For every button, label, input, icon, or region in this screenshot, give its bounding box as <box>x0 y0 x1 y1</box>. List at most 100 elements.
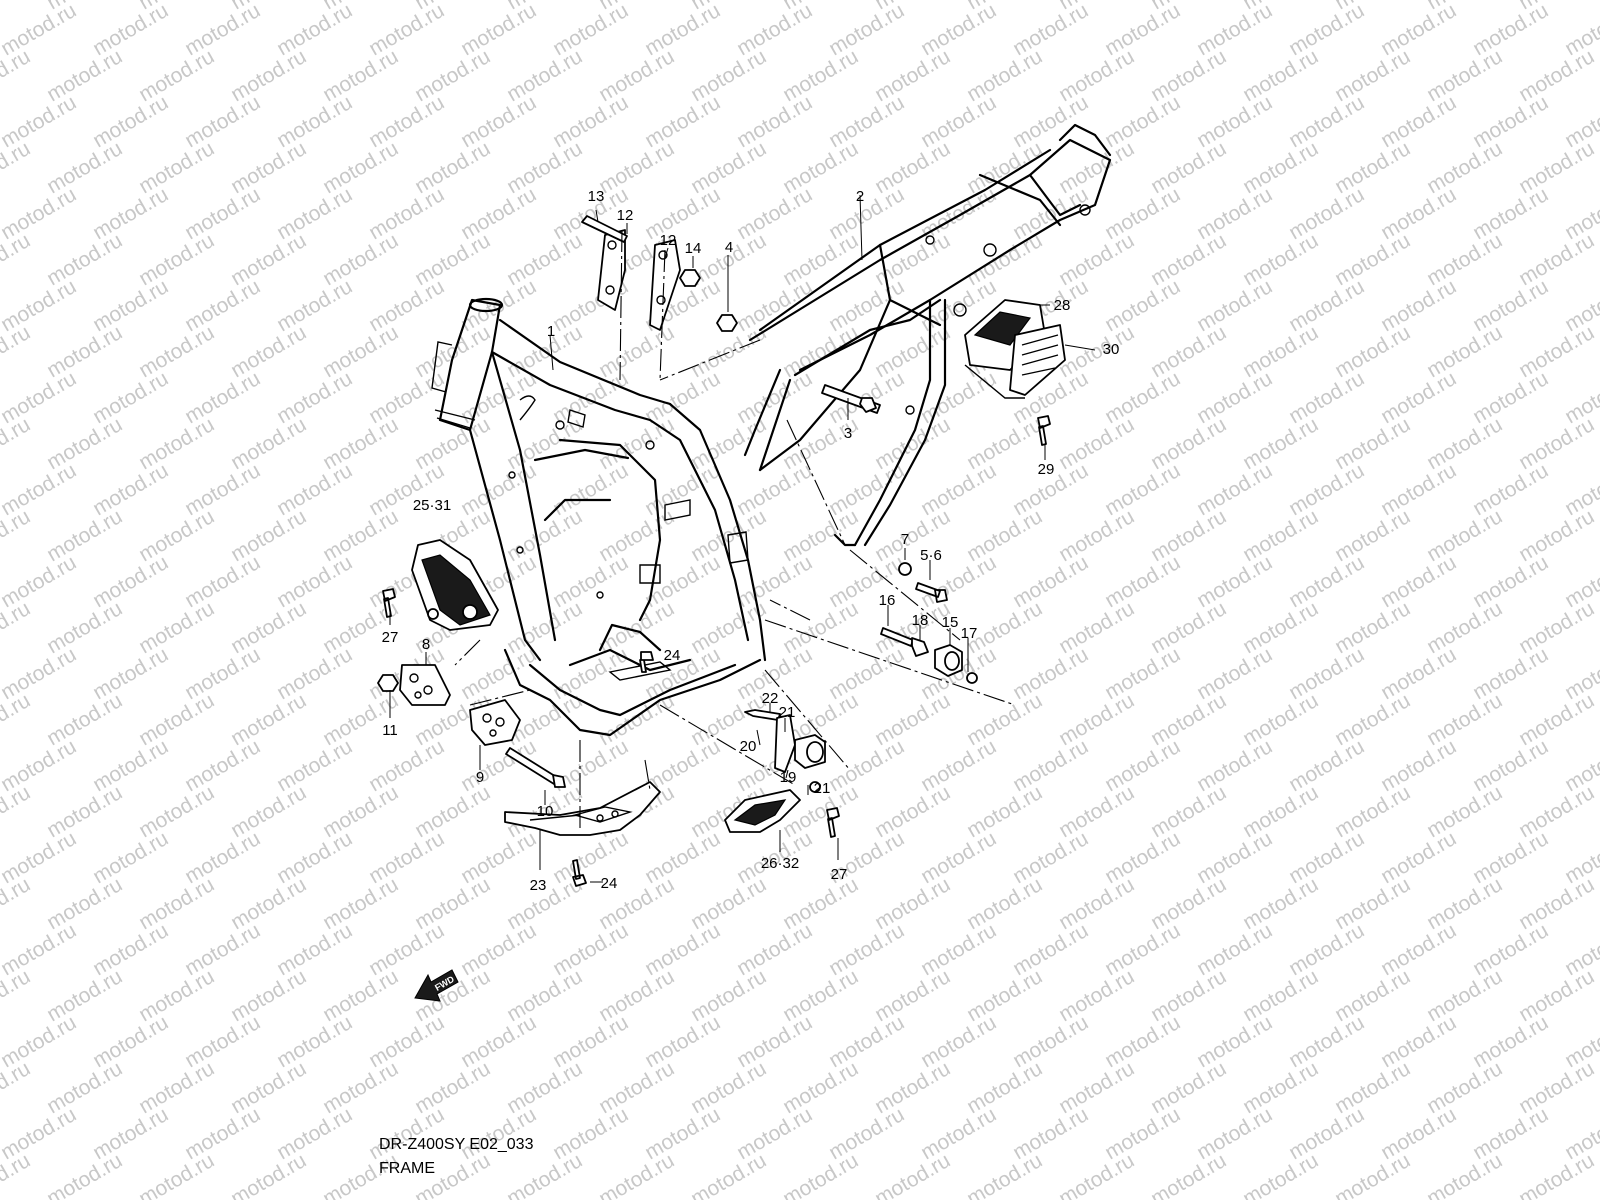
watermark-text: motod.ru <box>0 413 34 474</box>
watermark-text: motod.ru <box>135 965 218 1026</box>
watermark-text: motod.ru <box>273 459 356 520</box>
watermark-text: motod.ru <box>1377 275 1460 336</box>
watermark-text: motod.ru <box>89 459 172 520</box>
watermark-text: motod.ru <box>687 689 770 750</box>
watermark-text: motod.ru <box>43 873 126 934</box>
watermark-text: motod.ru <box>1239 965 1322 1026</box>
watermark-text: motod.ru <box>1055 689 1138 750</box>
watermark-text: motod.ru <box>1331 965 1414 1026</box>
watermark-text: motod.ru <box>1469 1011 1552 1072</box>
watermark-text: motod.ru <box>227 1057 310 1118</box>
watermark-text: motod.ru <box>181 551 264 612</box>
watermark-text: motod.ru <box>917 1103 1000 1164</box>
watermark-text: motod.ru <box>871 873 954 934</box>
watermark-text: motod.ru <box>1377 551 1460 612</box>
watermark-text: motod.ru <box>733 1103 816 1164</box>
watermark-text: motod.ru <box>1101 459 1184 520</box>
watermark-text: motod.ru <box>549 919 632 980</box>
watermark-text: motod.ru <box>641 0 724 60</box>
part-7-washer <box>898 562 912 576</box>
watermark-text: motod.ru <box>365 1011 448 1072</box>
watermark-text: motod.ru <box>641 1011 724 1072</box>
callout-15: 15 <box>942 614 959 631</box>
watermark-text: motod.ru <box>825 1011 908 1072</box>
watermark-text: motod.ru <box>1515 45 1598 106</box>
watermark-text: motod.ru <box>549 1103 632 1164</box>
watermark-text: motod.ru <box>1239 229 1322 290</box>
watermark-text: motod.ru <box>1101 183 1184 244</box>
part-27-bolt-right <box>826 807 840 838</box>
watermark-text: motod.ru <box>1101 919 1184 980</box>
watermark-text: motod.ru <box>963 505 1046 566</box>
part-24-bolt-upper <box>639 651 654 673</box>
watermark-text: motod.ru <box>135 1149 218 1200</box>
watermark-text: motod.ru <box>457 919 540 980</box>
watermark-text: motod.ru <box>871 1057 954 1118</box>
watermark-text: motod.ru <box>779 965 862 1026</box>
watermark-text: motod.ru <box>1377 735 1460 796</box>
watermark-text: motod.ru <box>1377 459 1460 520</box>
watermark-text: motod.ru <box>365 367 448 428</box>
watermark-text: motod.ru <box>365 735 448 796</box>
watermark-text: motod.ru <box>411 321 494 382</box>
watermark-text: motod.ru <box>227 413 310 474</box>
watermark-text: motod.ru <box>1469 459 1552 520</box>
watermark-text: motod.ru <box>43 689 126 750</box>
watermark-text: motod.ru <box>595 1057 678 1118</box>
watermark-text: motod.ru <box>1377 183 1460 244</box>
watermark-text: motod.ru <box>319 505 402 566</box>
watermark-text: motod.ru <box>1101 735 1184 796</box>
watermark-text: motod.ru <box>549 551 632 612</box>
watermark-text: motod.ru <box>1515 321 1598 382</box>
watermark-text: motod.ru <box>1055 505 1138 566</box>
callout-7: 7 <box>901 531 909 548</box>
watermark-text: motod.ru <box>1101 367 1184 428</box>
watermark-text: motod.ru <box>1009 827 1092 888</box>
watermark-text: motod.ru <box>641 919 724 980</box>
watermark-text: motod.ru <box>1515 781 1598 842</box>
watermark-text: motod.ru <box>273 1103 356 1164</box>
callout-22: 22 <box>762 690 779 707</box>
callout-27-right: 27 <box>831 866 848 883</box>
watermark-text: motod.ru <box>779 45 862 106</box>
watermark-text: motod.ru <box>1515 229 1598 290</box>
watermark-text: motod.ru <box>1101 827 1184 888</box>
watermark-text: motod.ru <box>411 781 494 842</box>
watermark-text: motod.ru <box>1331 45 1414 106</box>
watermark-text: motod.ru <box>871 781 954 842</box>
watermark-text: motod.ru <box>917 1011 1000 1072</box>
watermark-text: motod.ru <box>1055 1057 1138 1118</box>
watermark-text: motod.ru <box>89 183 172 244</box>
watermark-text: motod.ru <box>1055 1149 1138 1200</box>
watermark-text: motod.ru <box>89 91 172 152</box>
watermark-text: motod.ru <box>549 91 632 152</box>
part-23-skid-plate <box>504 781 661 836</box>
watermark-text: motod.ru <box>0 965 34 1026</box>
watermark-text: motod.ru <box>1423 321 1506 382</box>
watermark-text: motod.ru <box>89 735 172 796</box>
watermark-text: motod.ru <box>825 0 908 60</box>
watermark-text: motod.ru <box>89 275 172 336</box>
watermark-text: motod.ru <box>227 597 310 658</box>
watermark-text: motod.ru <box>1239 45 1322 106</box>
watermark-text: motod.ru <box>1331 1149 1414 1200</box>
watermark-text: motod.ru <box>273 551 356 612</box>
watermark-text: motod.ru <box>135 689 218 750</box>
watermark-text: motod.ru <box>917 0 1000 60</box>
watermark-text: motod.ru <box>135 597 218 658</box>
watermark-text: motod.ru <box>1055 965 1138 1026</box>
part-13-bolt <box>581 215 628 243</box>
watermark-text: motod.ru <box>1515 413 1598 474</box>
watermark-text: motod.ru <box>89 919 172 980</box>
watermark-text: motod.ru <box>641 367 724 428</box>
watermark-text: motod.ru <box>227 689 310 750</box>
watermark-text: motod.ru <box>1147 229 1230 290</box>
watermark-text: motod.ru <box>549 827 632 888</box>
watermark-text: motod.ru <box>641 1103 724 1164</box>
watermark-text: motod.ru <box>641 459 724 520</box>
watermark-text: motod.ru <box>365 183 448 244</box>
watermark-text: motod.ru <box>1331 689 1414 750</box>
watermark-text: motod.ru <box>319 413 402 474</box>
watermark-text: motod.ru <box>1147 965 1230 1026</box>
